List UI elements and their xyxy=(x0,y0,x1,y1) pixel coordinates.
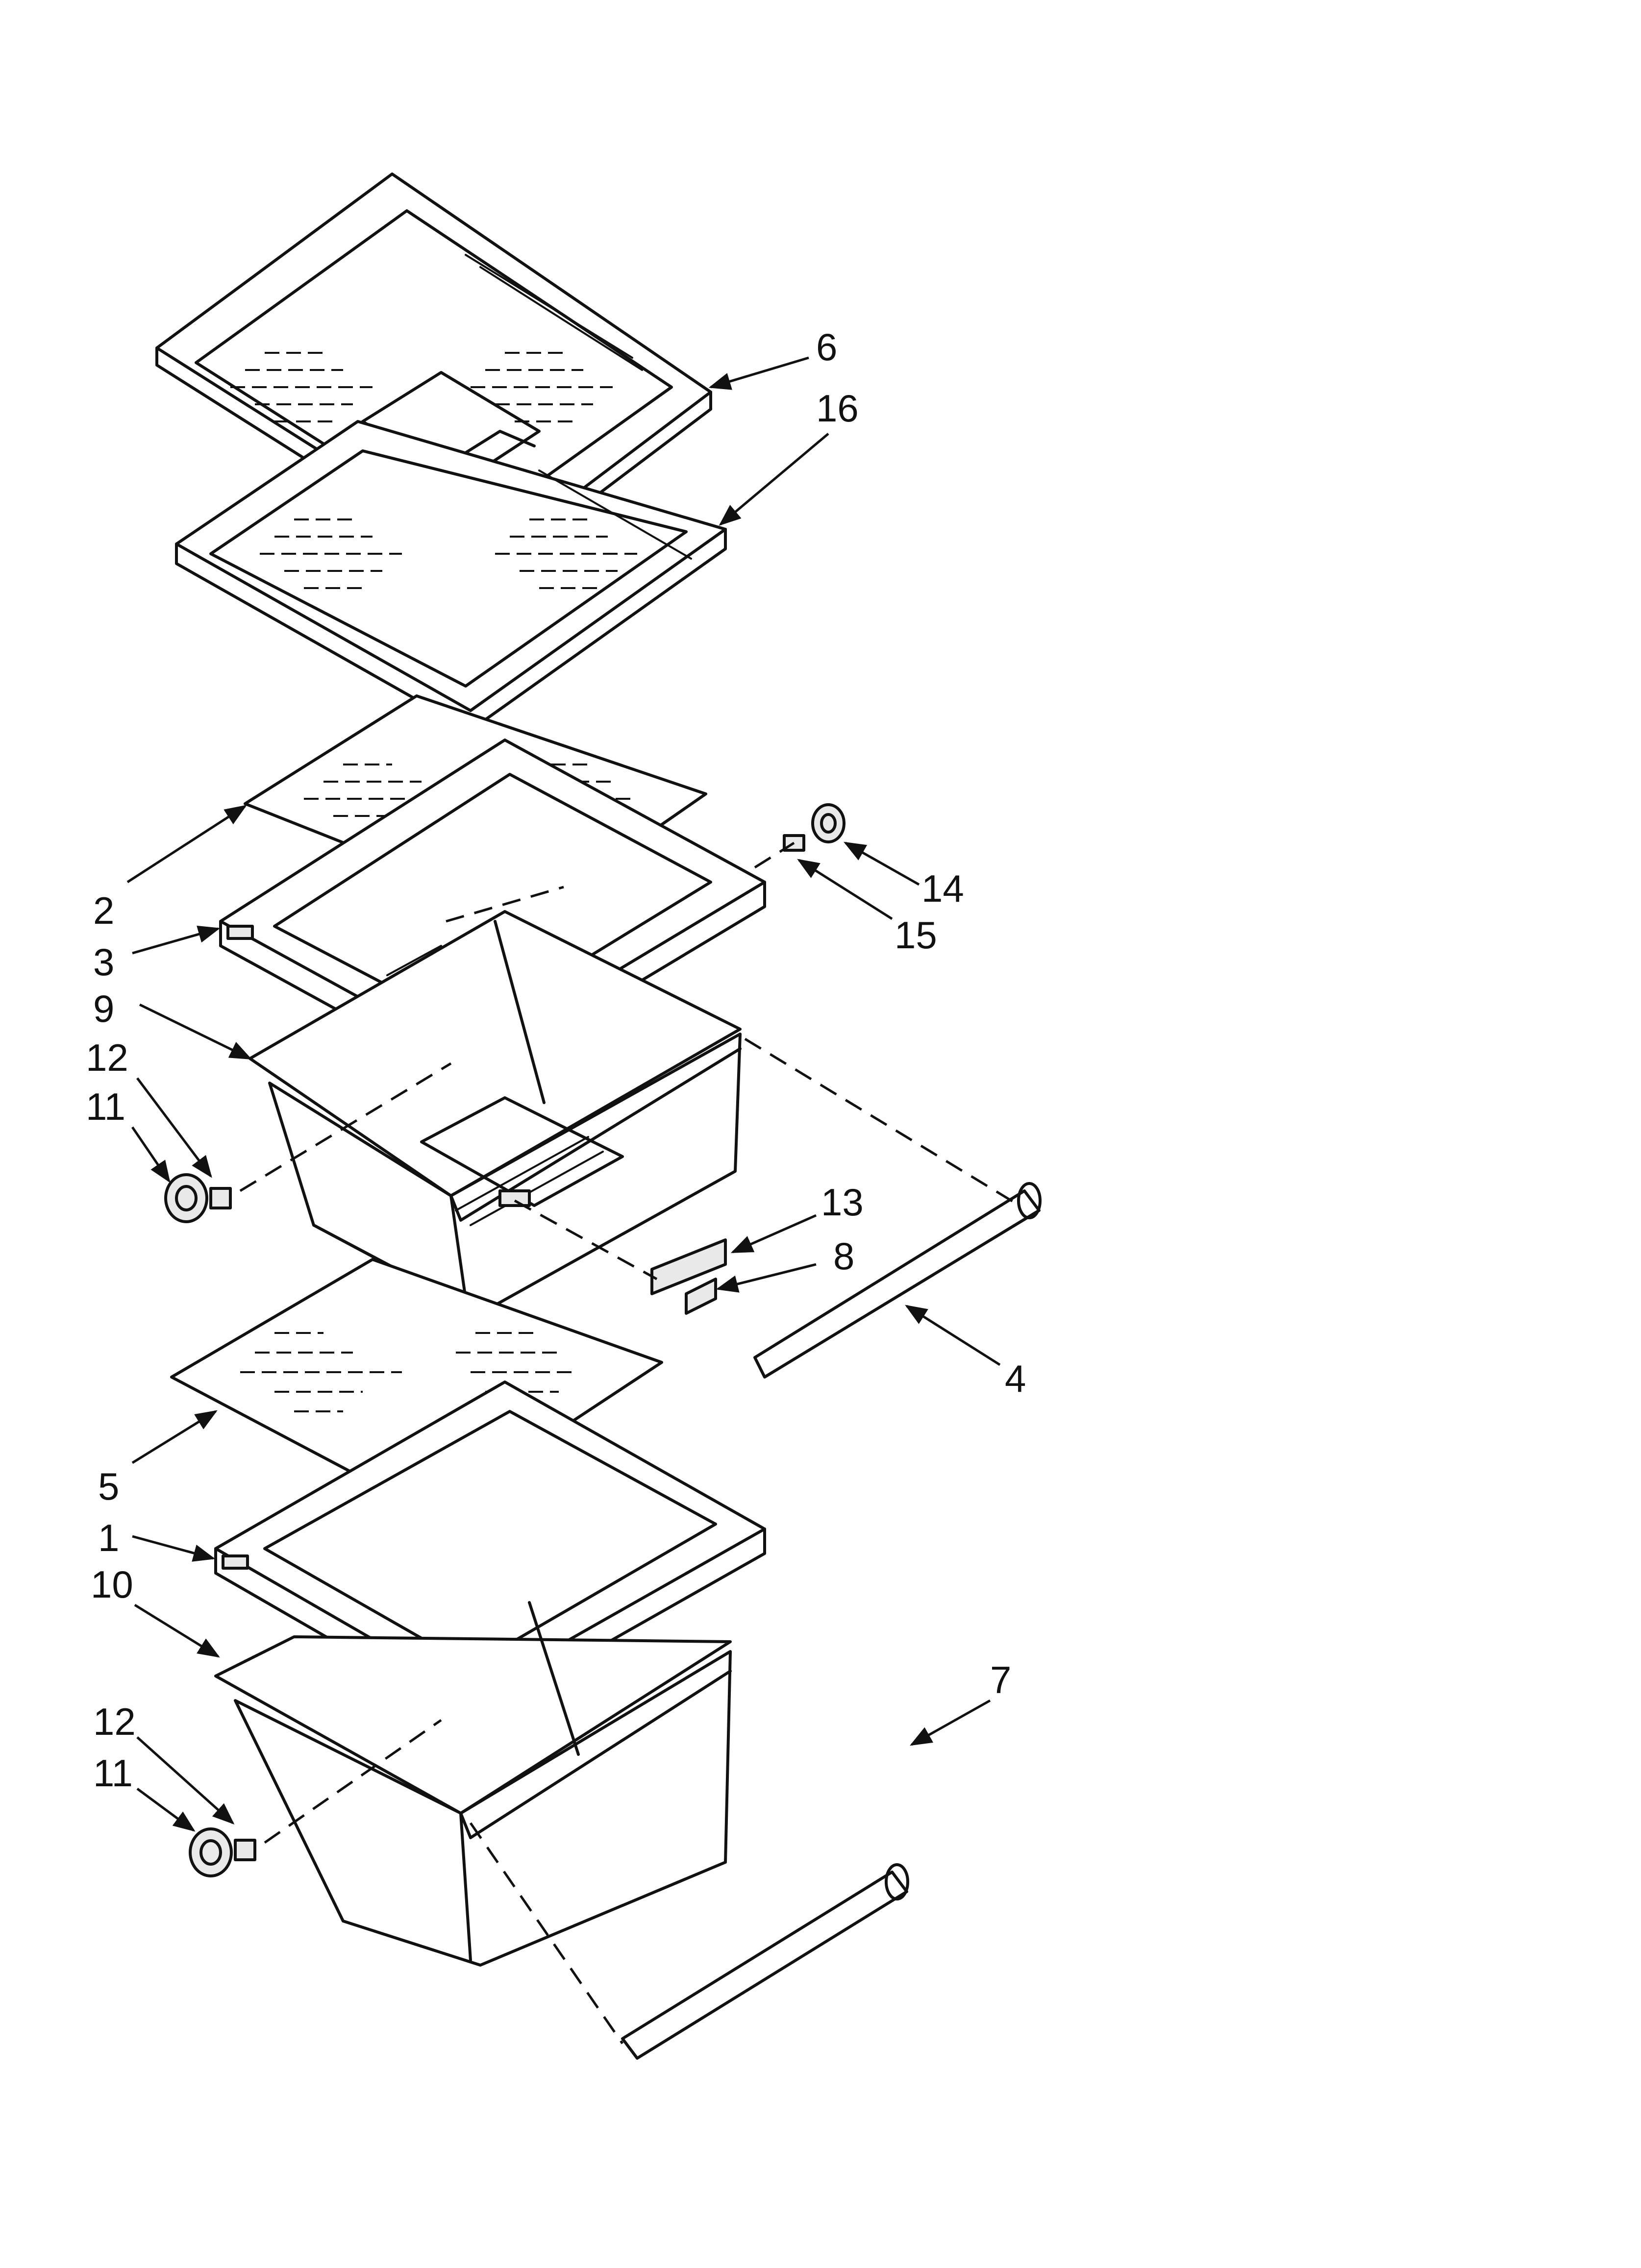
callout-9: 9 xyxy=(93,987,114,1030)
part-13-bracket xyxy=(650,1238,727,1295)
part-12-screw-lower xyxy=(234,1839,256,1861)
part-14-roller xyxy=(811,803,845,843)
callout-leader-lines xyxy=(126,356,1001,1832)
part-8-clip xyxy=(685,1278,717,1315)
callout-7: 7 xyxy=(990,1658,1011,1701)
part-4-drawer-trim xyxy=(753,1182,1042,1379)
part-12-screw-upper xyxy=(209,1187,232,1209)
callout-2: 2 xyxy=(93,889,114,932)
part-6-top-shelf xyxy=(155,173,712,577)
callout-8: 8 xyxy=(833,1234,854,1278)
callout-14: 14 xyxy=(921,867,964,910)
part-9-upper-crisper-drawer xyxy=(249,910,742,1315)
assembly-dashed-lines xyxy=(239,841,1020,2045)
callout-3: 3 xyxy=(93,940,114,984)
callout-4: 4 xyxy=(1005,1357,1026,1400)
part-10-lower-crisper-drawer xyxy=(214,1601,732,1967)
part-5-glass-shelf xyxy=(170,1258,663,1516)
part-7-drawer-trim xyxy=(621,1863,909,2060)
callout-6: 6 xyxy=(816,325,837,369)
callout-16: 16 xyxy=(816,387,859,430)
callout-10: 10 xyxy=(91,1563,133,1606)
callout-12-lower: 12 xyxy=(93,1700,136,1743)
callout-13: 13 xyxy=(821,1181,864,1224)
part-11-roller-lower xyxy=(189,1827,233,1877)
callout-5: 5 xyxy=(98,1465,119,1508)
callout-labels: 6 16 2 3 9 12 11 14 15 13 8 4 5 1 10 7 1… xyxy=(86,325,1026,1795)
callout-12-upper: 12 xyxy=(86,1036,128,1079)
part-16-second-shelf xyxy=(175,420,727,732)
part-11-roller-upper xyxy=(164,1173,208,1223)
callout-11-upper: 11 xyxy=(86,1085,125,1128)
callout-1: 1 xyxy=(98,1516,119,1559)
callout-15: 15 xyxy=(895,913,937,957)
callout-11-lower: 11 xyxy=(93,1751,133,1795)
